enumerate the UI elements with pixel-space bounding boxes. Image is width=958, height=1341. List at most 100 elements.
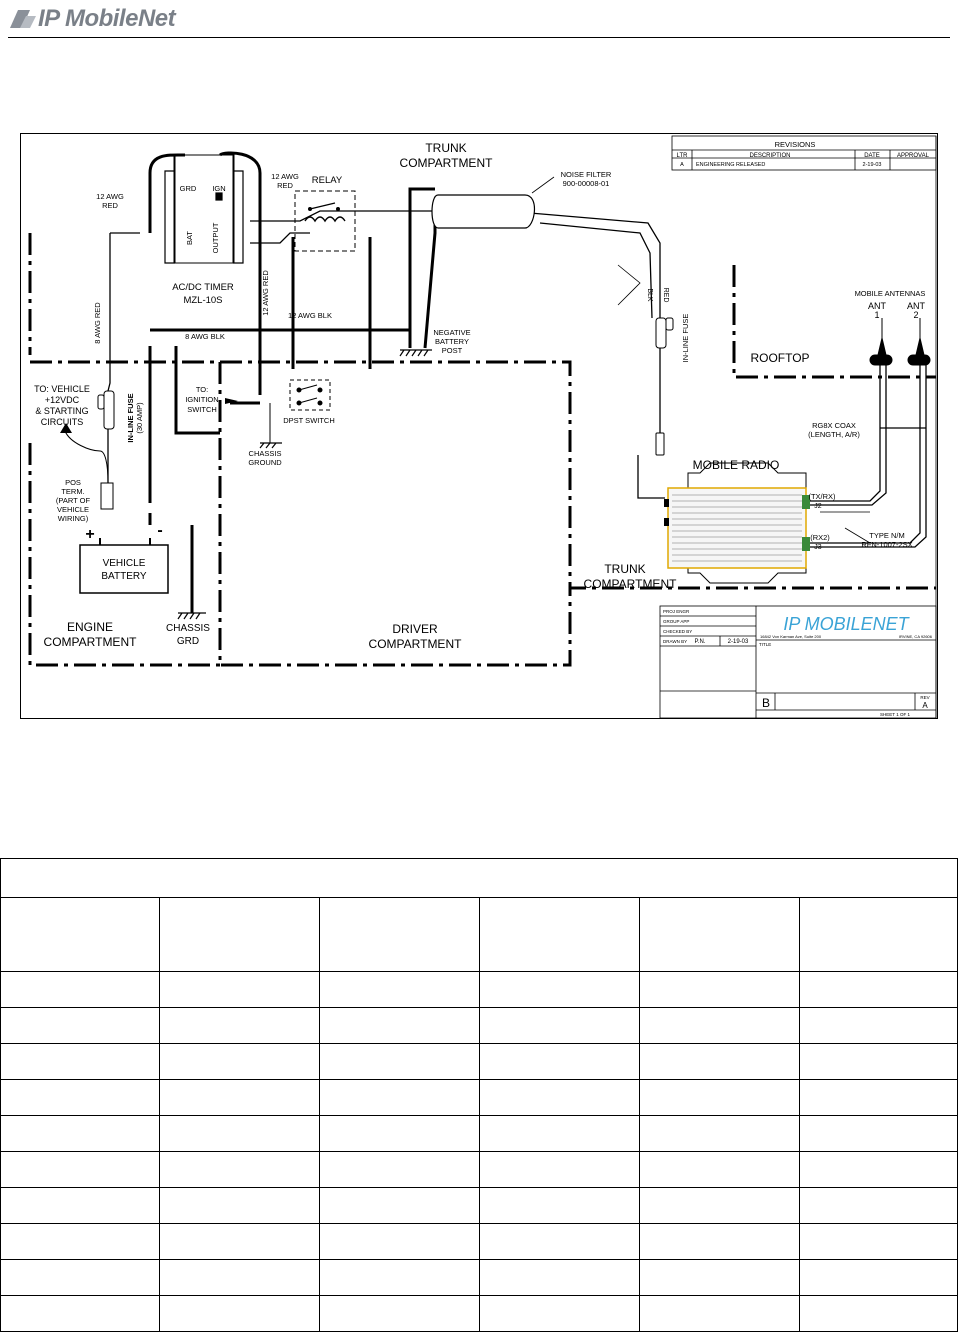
pos-term-3: (PART OF — [56, 496, 91, 505]
rfn-label: RFN-1007-2SX — [861, 540, 912, 549]
awg12-red-left-1: 12 AWG — [96, 192, 124, 201]
red-label: RED — [662, 288, 669, 303]
relay-label: RELAY — [312, 175, 343, 186]
wires-heavy — [148, 151, 437, 613]
dpst-switch — [269, 379, 331, 443]
vehicle-battery-1: VEHICLE — [103, 558, 146, 569]
table-cell — [479, 897, 640, 972]
inline-fuse-left — [97, 390, 115, 430]
table-row — [0, 1007, 958, 1044]
revisions-title: REVISIONS — [775, 140, 816, 149]
relay — [294, 190, 356, 252]
rev-header-ltr: LTR — [677, 153, 689, 159]
awg8-red-label: 8 AWG RED — [93, 302, 102, 344]
table-row — [0, 971, 958, 1008]
table-row — [0, 1151, 958, 1188]
awg12-red-vert: 12 AWG RED — [261, 270, 270, 316]
mobile-antennas-label: MOBILE ANTENNAS — [855, 289, 926, 298]
rev-header-date: DATE — [864, 153, 880, 159]
j2-label: J2 — [814, 503, 822, 510]
rev-row-date: 2-19-03 — [863, 162, 882, 168]
tb-group-app: GROUP APP — [663, 619, 689, 624]
output-label: OUTPUT — [211, 222, 220, 253]
tb-drawn-date: 2-19-03 — [728, 639, 749, 645]
ant2-num: 2 — [913, 310, 918, 320]
chassis-grd-1: CHASSIS — [166, 623, 210, 634]
logo-text: IP MobileNet — [38, 5, 176, 32]
awg12-red-left-2: RED — [102, 201, 118, 210]
blk-label: BLK — [646, 288, 653, 302]
coax-label-2: (LENGTH, A/R) — [808, 430, 860, 439]
to-ign-3: SWITCH — [187, 405, 217, 414]
mobile-radio-label: MOBILE RADIO — [693, 458, 780, 472]
table-cell — [0, 897, 160, 972]
tb-rev: A — [922, 701, 928, 710]
fuse30-label-2: (30 AMP) — [135, 402, 144, 434]
table-row — [0, 1115, 958, 1152]
tb-size: B — [762, 696, 770, 710]
compartment-top-label: COMPARTMENT — [400, 156, 494, 170]
fuse30-label-1: IN-LINE FUSE — [126, 393, 135, 442]
chassis-grd-2: GRD — [177, 636, 199, 647]
tb-rev-label: REV — [920, 695, 929, 700]
driver-label-2: COMPARTMENT — [369, 637, 463, 651]
header-rule — [8, 37, 950, 38]
neg-post-3: POST — [442, 346, 463, 355]
awg8-blk-label: 8 AWG BLK — [185, 332, 225, 341]
table-cell — [639, 897, 800, 972]
to-ign-1: TO: — [196, 385, 208, 394]
table-cell — [799, 897, 958, 972]
plus-sign: + — [85, 526, 94, 543]
to-vehicle-1: TO: VEHICLE — [34, 384, 90, 394]
table-row — [0, 1295, 958, 1332]
rev-header-desc: DESCRIPTION — [749, 153, 790, 159]
rev-row-desc: ENGINEERING RELEASED — [696, 162, 765, 168]
pos-terminal — [100, 482, 114, 510]
noise-filter-pn: 900-00008-01 — [563, 179, 610, 188]
rooftop-label: ROOFTOP — [750, 351, 809, 365]
chassis-ground-1: CHASSIS — [249, 449, 282, 458]
txrx-label: (TX/RX) — [808, 492, 836, 501]
antennas — [869, 318, 931, 366]
vehicle-battery — [79, 544, 169, 594]
j3-label: J3 — [814, 544, 822, 551]
rx2-label: (RX2) — [810, 533, 830, 542]
ground-symbols — [177, 349, 432, 620]
bat-label: BAT — [185, 231, 194, 245]
table-row — [0, 1259, 958, 1296]
parts-table — [0, 858, 958, 1332]
tb-address: 16842 Von Karman Ave, Suite 200 — [760, 634, 822, 639]
tb-checked-by: CHECKED BY — [663, 629, 692, 634]
dpst-label: DPST SWITCH — [283, 416, 335, 425]
ign-label: IGN — [212, 184, 225, 193]
rev-header-approval: APPROVAL — [897, 153, 930, 159]
noise-filter-label: NOISE FILTER — [561, 170, 612, 179]
awg12-blk-label: 12 AWG BLK — [288, 311, 332, 320]
to-vehicle-4: CIRCUITS — [41, 417, 84, 427]
type-nm-label: TYPE N/M — [869, 531, 904, 540]
driver-label-1: DRIVER — [392, 622, 438, 636]
inline-fuse-right-label: IN-LINE FUSE — [681, 314, 690, 363]
grd-label: GRD — [180, 184, 197, 193]
pos-term-1: POS — [65, 478, 81, 487]
drawing-frame — [20, 133, 938, 719]
minus-sign: - — [157, 522, 162, 539]
trunk-top-label: TRUNK — [425, 141, 466, 155]
neg-post-1: NEGATIVE — [433, 328, 470, 337]
tb-company: IP MOBILENET — [783, 614, 910, 634]
ant1-label: ANT — [868, 301, 887, 311]
mobile-radio — [664, 462, 810, 584]
wiring-diagram: TRUNK COMPARTMENT NOISE FILTER 900-00008… — [20, 133, 938, 719]
timer-label-2: MZL-10S — [183, 295, 222, 306]
tb-title-label: TITLE — [759, 642, 771, 647]
coax-label-1: RG8X COAX — [812, 421, 856, 430]
engine-label-1: ENGINE — [67, 620, 113, 634]
pos-term-4: VEHICLE — [57, 505, 89, 514]
ant2-label: ANT — [907, 301, 926, 311]
chassis-ground-2: GROUND — [248, 458, 282, 467]
title-block — [659, 605, 937, 719]
engine-label-2: COMPARTMENT — [44, 635, 138, 649]
timer-label-1: AC/DC TIMER — [172, 282, 234, 293]
trunk-bottom-2: COMPARTMENT — [584, 577, 678, 591]
compartment-boundaries — [28, 233, 936, 667]
